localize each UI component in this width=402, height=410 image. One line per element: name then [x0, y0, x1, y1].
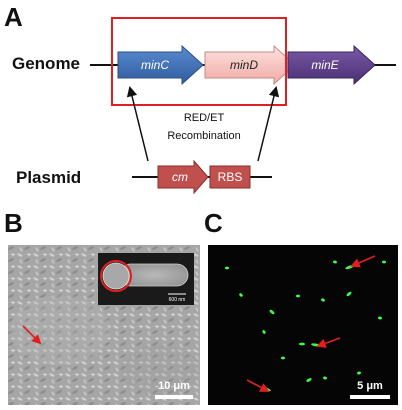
recombination-label-line1: RED/ET — [184, 112, 225, 124]
panel-b-letter: B — [4, 208, 23, 238]
panel-b-scale-label: 10 μm — [158, 380, 190, 392]
fluorescence-image — [208, 245, 398, 405]
minicell-arrow — [246, 379, 270, 392]
fluorescent-cell — [333, 260, 337, 264]
fluorescent-cell — [262, 330, 266, 334]
panel-b: B 600 nm 10 μm — [4, 208, 200, 405]
recombination-label-line2: Recombination — [167, 130, 240, 142]
gene-mine-arrow — [287, 44, 376, 86]
plasmid-label: Plasmid — [16, 168, 81, 187]
minicell-highlight-circle — [100, 260, 132, 292]
texture-patch — [10, 295, 110, 365]
gene-mind-label: minD — [230, 58, 258, 72]
inset-scale-label: 600 nm — [169, 297, 186, 303]
fluorescent-cell — [296, 294, 300, 298]
fluorescent-cell — [382, 260, 386, 264]
panel-a: A Genome minC minD minE RED/ET Recombina… — [4, 2, 396, 195]
panel-c-scale-label: 5 μm — [357, 380, 383, 392]
fluorescent-cell — [269, 309, 275, 315]
panel-c-letter: C — [204, 208, 223, 238]
fluorescent-cell — [306, 378, 312, 382]
fluorescent-cell — [346, 291, 352, 297]
plasmid-cm-label: cm — [172, 170, 188, 184]
texture-patch — [120, 345, 200, 395]
gene-minc-arrow — [117, 44, 204, 86]
fluorescent-cell — [299, 342, 305, 346]
sem-minicell — [102, 262, 130, 290]
fluorescent-cell — [239, 293, 243, 297]
plasmid-rbs-box — [209, 165, 251, 189]
fluorescent-cell — [321, 298, 325, 302]
panel-c: C 5 μm — [204, 208, 398, 405]
panel-a-letter: A — [4, 2, 23, 32]
panel-c-scale-bar — [350, 395, 390, 399]
recombination-arrow-right — [257, 85, 280, 162]
replacement-region-box — [111, 17, 287, 106]
fluorescent-cell — [225, 266, 229, 270]
fluorescent-cell — [281, 356, 285, 360]
plasmid-cm-arrow — [157, 159, 209, 195]
panel-b-scale-bar — [155, 395, 193, 399]
fluorescent-cell — [357, 371, 361, 375]
minicell-arrow — [316, 337, 341, 348]
fluorescent-cell — [323, 376, 327, 380]
gene-minc-label: minC — [141, 58, 169, 72]
minicell-arrow — [350, 255, 376, 268]
gene-mind-arrow — [204, 44, 296, 86]
recombination-arrow-left — [126, 85, 149, 162]
plasmid-rbs-label: RBS — [218, 170, 243, 184]
genome-label: Genome — [12, 54, 80, 73]
fluorescent-cell — [378, 316, 382, 320]
minicell-arrow — [22, 325, 42, 345]
gene-mine-label: minE — [311, 58, 339, 72]
